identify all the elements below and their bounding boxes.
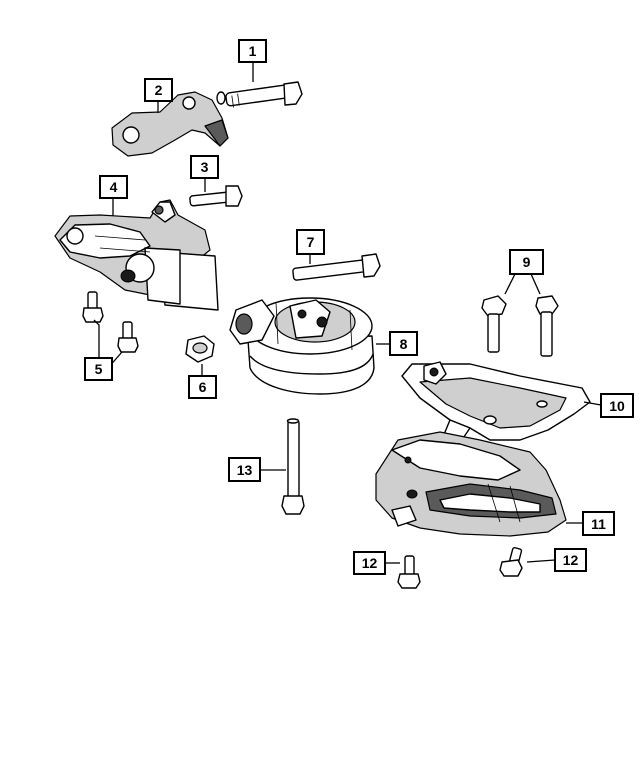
callout-7-label: 7 [307, 234, 315, 250]
callout-8: 8 [389, 331, 418, 356]
part-1-bolt [216, 81, 303, 108]
callout-12-left-label: 12 [362, 555, 378, 571]
callout-6: 6 [188, 375, 217, 399]
callout-13-label: 13 [237, 462, 253, 478]
callout-4: 4 [99, 175, 128, 199]
callout-5: 5 [84, 357, 113, 381]
callout-4-label: 4 [110, 179, 118, 195]
part-5-bolts [82, 291, 139, 353]
leader-lines [93, 62, 602, 564]
part-11-lower-mount [375, 431, 567, 537]
part-2-bracket [111, 91, 229, 157]
part-9-bolts [481, 295, 559, 357]
callout-12-right-label: 12 [563, 552, 579, 568]
callout-2-label: 2 [155, 82, 163, 98]
callout-10: 10 [600, 393, 634, 418]
callout-1: 1 [238, 39, 267, 63]
callout-13: 13 [228, 457, 261, 482]
callout-10-label: 10 [609, 398, 625, 414]
callout-3: 3 [190, 155, 219, 179]
part-12-bolt-left [397, 555, 421, 589]
part-12-bolt-right [499, 546, 523, 577]
part-4-mount-bracket [54, 199, 219, 311]
part-13-bolt [281, 418, 305, 515]
callout-6-label: 6 [199, 379, 207, 395]
callout-8-label: 8 [400, 336, 408, 352]
callout-11: 11 [582, 511, 615, 536]
part-6-nut [185, 335, 215, 363]
callout-9-label: 9 [523, 254, 531, 270]
callout-3-label: 3 [201, 159, 209, 175]
part-8-engine-mount [229, 297, 375, 395]
callout-5-label: 5 [95, 361, 103, 377]
callout-1-label: 1 [249, 43, 257, 59]
callout-7: 7 [296, 229, 325, 255]
part-7-bolt [292, 253, 381, 281]
callout-9: 9 [509, 249, 544, 275]
callout-12-right: 12 [554, 548, 587, 572]
part-3-bolt [189, 185, 243, 207]
callout-2: 2 [144, 78, 173, 102]
callout-12-left: 12 [353, 551, 386, 575]
callout-11-label: 11 [591, 516, 606, 532]
